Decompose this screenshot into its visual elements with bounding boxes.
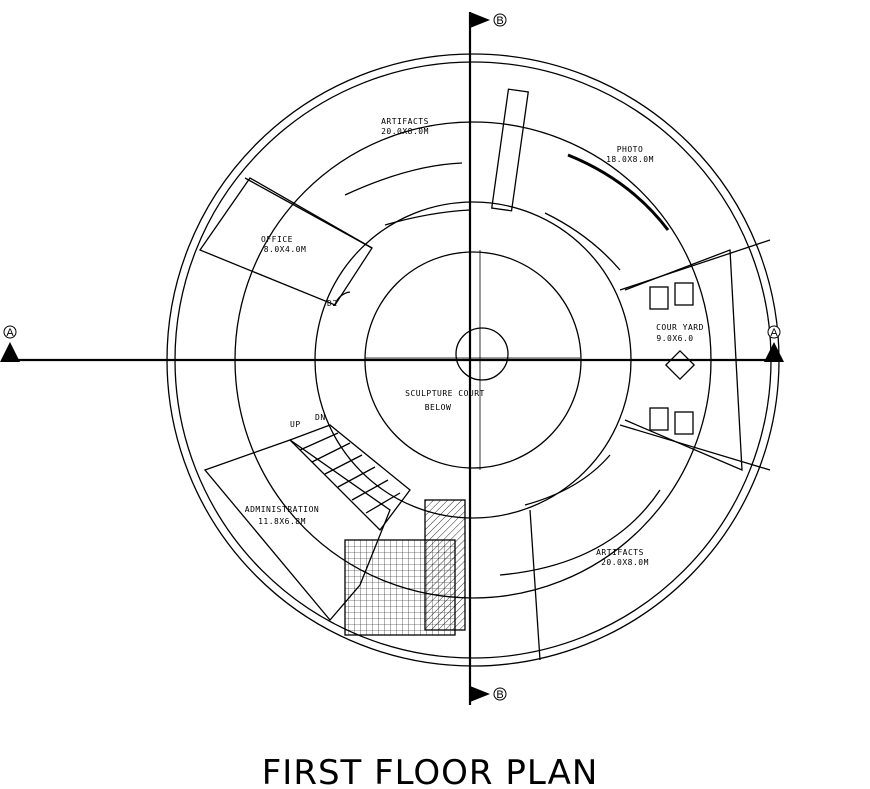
inner-partition bbox=[384, 209, 471, 226]
room-artifacts-top-size: 20.0X8.0M bbox=[381, 127, 429, 136]
door-swing bbox=[334, 291, 351, 306]
inner-partition bbox=[524, 454, 611, 506]
axis-b-bottom-marker bbox=[470, 686, 490, 702]
door-tag-d2: D2 bbox=[327, 299, 338, 308]
stair-tread bbox=[365, 492, 401, 514]
room-photo-name: PHOTO bbox=[617, 145, 644, 154]
axis-b-bottom-label: B bbox=[496, 689, 503, 701]
stair-dn-label: DN bbox=[315, 413, 326, 422]
center-circle bbox=[455, 327, 509, 381]
stair-tread bbox=[337, 466, 376, 488]
room-admin-name: ADMINISTRATION bbox=[245, 505, 319, 514]
axis-b-top-bubble bbox=[493, 13, 507, 27]
room-office-size: 8.0X4.0M bbox=[264, 245, 307, 254]
room-sculpture-name: SCULPTURE COURT bbox=[405, 389, 485, 398]
stair-tread bbox=[299, 432, 339, 451]
partition-wall bbox=[244, 177, 373, 249]
partition-wall bbox=[619, 239, 771, 291]
axis-b-bottom-bubble bbox=[493, 687, 507, 701]
plan-title: FIRST FLOOR PLAN bbox=[262, 753, 599, 789]
axis-a-right-marker bbox=[764, 342, 784, 362]
room-admin-size: 11.8X6.8M bbox=[258, 517, 306, 526]
room-artifacts-top-name: ARTIFACTS bbox=[381, 117, 429, 126]
stair-tread bbox=[324, 454, 363, 475]
display-case bbox=[491, 88, 529, 212]
axis-b-top-marker bbox=[470, 12, 490, 28]
duct-hatch bbox=[424, 499, 466, 631]
exhibit-display-photo bbox=[567, 153, 670, 231]
axis-a-left-label: A bbox=[6, 327, 14, 339]
courtyard-feature bbox=[664, 349, 696, 381]
stair-up-label: UP bbox=[290, 420, 301, 429]
exhibit-display-bottom bbox=[499, 489, 661, 576]
stair-outline bbox=[288, 424, 411, 531]
axis-a-right-bubble bbox=[767, 325, 781, 339]
axis-a-left-bubble bbox=[3, 325, 17, 339]
room-photo-size: 18.0X8.0M bbox=[606, 155, 654, 164]
exhibit-display-top bbox=[344, 162, 463, 196]
partition-wall bbox=[529, 509, 541, 661]
room-courtyard-size: 9.0X6.0 bbox=[656, 334, 693, 343]
courtyard-planter bbox=[649, 286, 669, 310]
stair-tread bbox=[311, 442, 351, 463]
courtyard-planter bbox=[674, 282, 694, 306]
room-office-name: OFFICE bbox=[261, 235, 293, 244]
axis-a-right-label: A bbox=[770, 327, 778, 339]
room-artifacts-bottom-name: ARTIFACTS bbox=[596, 548, 644, 557]
stair-tread bbox=[351, 479, 389, 501]
partition-wall bbox=[619, 424, 771, 471]
inner-partition bbox=[544, 212, 621, 271]
courtyard-planter bbox=[674, 411, 694, 435]
courtyard-planter bbox=[649, 407, 669, 431]
axis-b-top-label: B bbox=[496, 15, 503, 27]
axis-a-left-marker bbox=[0, 342, 20, 362]
room-artifacts-bottom-size: 20.0X8.0M bbox=[601, 558, 649, 567]
room-sculpture-sub: BELOW bbox=[425, 403, 452, 412]
room-courtyard-name: COUR YARD bbox=[656, 323, 704, 332]
